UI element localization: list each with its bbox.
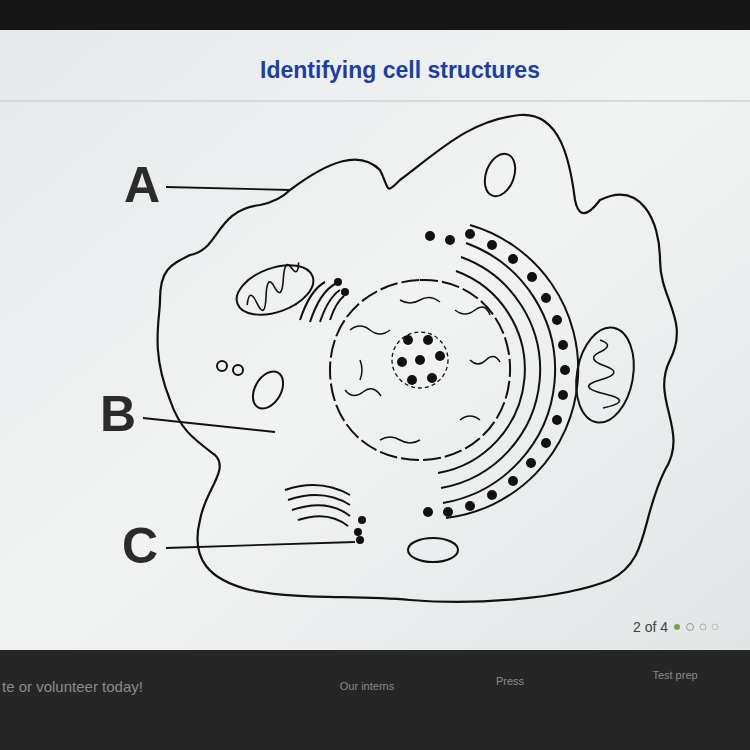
callout-letter: A (124, 156, 160, 214)
rough-er (438, 225, 578, 518)
title-rule (0, 100, 750, 102)
callout-letter: B (100, 385, 136, 443)
mitochondrion (230, 256, 641, 427)
screen (0, 30, 750, 650)
ribosomes (423, 229, 570, 517)
vesicle-dots (334, 278, 366, 544)
pager-dots (674, 624, 718, 631)
vacuoles (217, 150, 521, 562)
footer-link: te or volunteer today! (2, 678, 143, 695)
footer-link: Test prep (652, 669, 697, 681)
page-title: Identifying cell structures (260, 57, 540, 84)
cell-membrane (158, 115, 677, 602)
chromatin (345, 297, 500, 443)
footer-link: Press (496, 675, 524, 687)
nucleolus (392, 332, 448, 388)
top-bezel (0, 0, 750, 30)
page-counter: 2 of 4 (633, 619, 668, 635)
leader-lines (143, 187, 355, 548)
golgi (285, 282, 350, 526)
nucleus (330, 280, 510, 460)
footer-bar (0, 650, 750, 750)
footer-link: Our interns (340, 680, 394, 692)
callout-letter: C (122, 517, 158, 575)
